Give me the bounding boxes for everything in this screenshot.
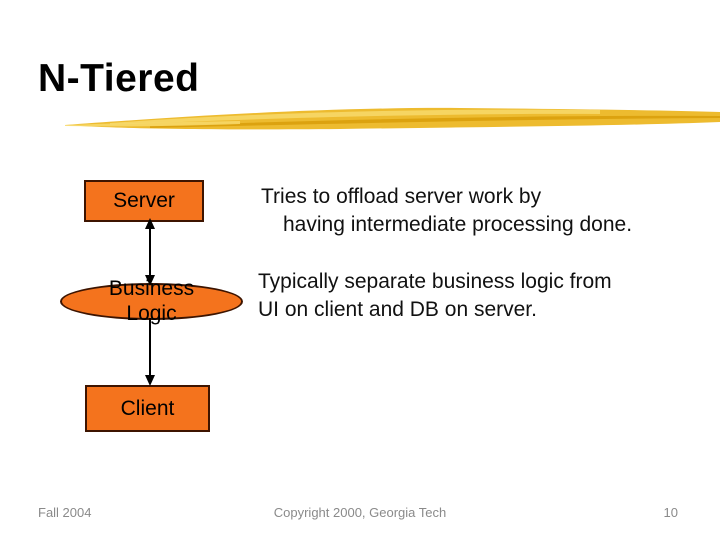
arrow-server-business-icon [145, 218, 155, 286]
bullet-2-line-2: UI on client and DB on server. [258, 298, 537, 321]
bullet-1-line-2: having intermediate processing done. [283, 213, 633, 236]
bullet-1-line-1: Tries to offload server work by [261, 185, 542, 208]
diagram-node-business-logic [60, 283, 243, 320]
business-logic-label-line1: Business [108, 277, 195, 300]
server-node-label: Server [113, 189, 175, 212]
business-logic-label-line2: Logic [126, 302, 177, 325]
footer-page-number: 10 [663, 505, 678, 520]
bullet-separate-logic-text: Typically separate business logic from U… [258, 268, 612, 324]
footer-semester: Fall 2004 [38, 505, 92, 520]
diagram-node-client: Client [85, 385, 210, 432]
brush-stroke-accent [65, 107, 720, 130]
bullet-2-line-1: Typically separate business logic from [258, 270, 612, 293]
arrow-business-client-icon [145, 318, 155, 386]
client-node-label: Client [120, 396, 175, 420]
page-title: N-Tiered [38, 57, 200, 100]
business-logic-node-label: Business Logic [60, 276, 243, 326]
bullet-offload-text: Tries to offload server work by having i… [261, 183, 632, 239]
footer-copyright: Copyright 2000, Georgia Tech [273, 505, 447, 520]
diagram-node-server: Server [84, 180, 204, 222]
